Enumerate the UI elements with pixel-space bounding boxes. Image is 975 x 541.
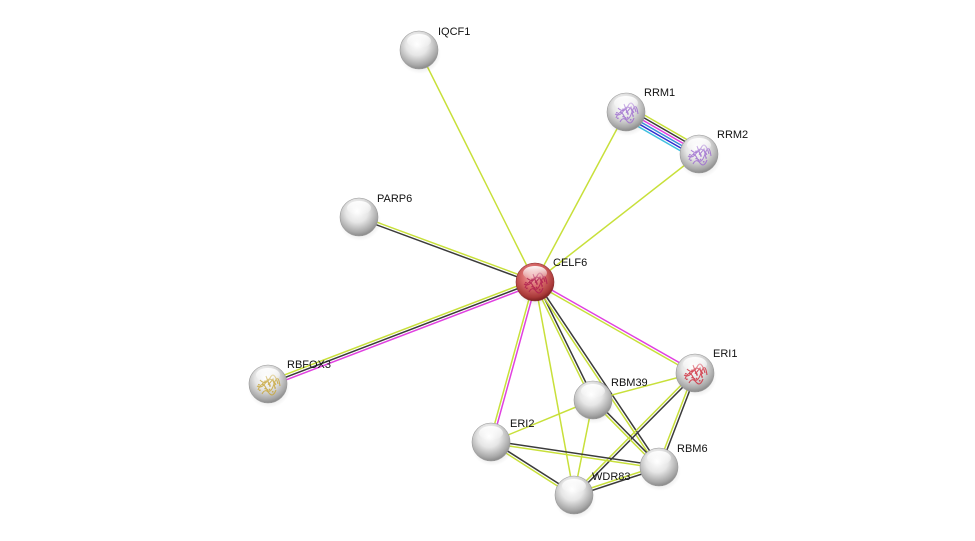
node-rrm2[interactable]: RRM2 — [679, 129, 748, 178]
node-celf6[interactable]: CELF6 — [515, 257, 587, 306]
node-highlight — [687, 138, 711, 152]
node-highlight — [614, 96, 638, 110]
node-wdr83[interactable]: WDR83 — [554, 471, 631, 519]
edge-eri2-rbm6[interactable] — [490, 439, 660, 470]
edge-celf6-eri2[interactable] — [489, 281, 537, 443]
node-highlight — [347, 201, 371, 215]
edge-evidence-textmining — [534, 281, 575, 496]
edge-evidence-coexpression — [491, 439, 660, 467]
node-label: RBFOX3 — [287, 359, 331, 371]
edge-celf6-iqcf1[interactable] — [418, 49, 536, 283]
node-highlight — [479, 426, 503, 440]
node-label: WDR83 — [592, 471, 631, 483]
node-label: RRM2 — [717, 129, 748, 141]
node-highlight — [407, 34, 431, 48]
edge-evidence-textmining — [418, 49, 536, 283]
edge-evidence-experiments — [491, 282, 537, 443]
node-label: CELF6 — [553, 257, 587, 269]
edge-evidence-textmining — [490, 442, 659, 470]
edge-evidence-textmining — [489, 281, 535, 442]
node-rbm6[interactable]: RBM6 — [639, 443, 708, 491]
edge-evidence-textmining — [533, 282, 695, 375]
edge-evidence-experiments — [535, 280, 697, 373]
node-rbfox3[interactable]: RBFOX3 — [248, 359, 331, 408]
node-label: IQCF1 — [438, 26, 470, 38]
node-highlight — [256, 368, 280, 382]
edge-celf6-wdr83[interactable] — [534, 281, 575, 496]
edge-evidence-textmining — [266, 278, 535, 383]
edge-evidence-coexpression — [267, 281, 536, 385]
node-label: ERI1 — [713, 348, 737, 360]
edge-evidence-coexpression — [358, 217, 535, 284]
node-label: RRM1 — [644, 87, 675, 99]
edge-evidence-coexpression — [535, 280, 661, 467]
node-label: ERI2 — [510, 418, 534, 430]
node-highlight — [581, 384, 605, 398]
edge-celf6-rbm6[interactable] — [533, 280, 661, 469]
node-iqcf1[interactable]: IQCF1 — [399, 26, 470, 74]
node-label: RBM39 — [611, 377, 648, 389]
node-label: PARP6 — [377, 193, 412, 205]
edge-celf6-rrm2[interactable] — [534, 153, 700, 283]
node-highlight — [647, 451, 671, 465]
edge-celf6-eri1[interactable] — [533, 280, 697, 375]
edge-evidence-coexpression — [574, 373, 697, 497]
edge-evidence-textmining — [572, 371, 695, 495]
edge-evidence-textmining — [359, 215, 536, 282]
edge-evidence-textmining — [534, 111, 627, 283]
edge-celf6-rbfox3[interactable] — [266, 278, 537, 388]
edge-evidence-experiments — [268, 283, 537, 388]
node-eri1[interactable]: ERI1 — [675, 348, 737, 397]
node-eri2[interactable]: ERI2 — [471, 418, 534, 466]
node-highlight — [683, 357, 707, 371]
edge-eri1-wdr83[interactable] — [572, 371, 697, 497]
node-parp6[interactable]: PARP6 — [339, 193, 412, 241]
edge-celf6-parp6[interactable] — [358, 215, 536, 284]
node-label: RBM6 — [677, 443, 708, 455]
node-rrm1[interactable]: RRM1 — [606, 87, 675, 136]
node-highlight — [523, 266, 547, 280]
node-rbm39[interactable]: RBM39 — [573, 377, 648, 424]
edge-celf6-rrm1[interactable] — [534, 111, 627, 283]
edge-evidence-textmining — [533, 282, 659, 469]
edge-evidence-textmining — [534, 153, 700, 283]
node-highlight — [562, 479, 586, 493]
